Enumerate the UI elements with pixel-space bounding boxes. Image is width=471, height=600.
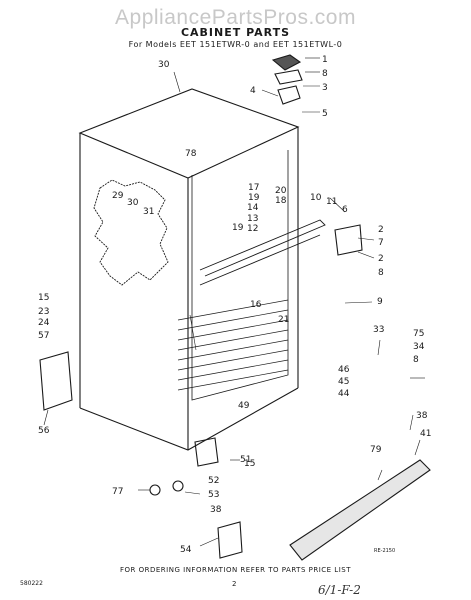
label-5: 5: [322, 109, 328, 119]
page-number: 2: [232, 580, 237, 588]
label-54: 54: [180, 545, 192, 555]
label-56: 56: [38, 426, 50, 436]
label-10: 10: [310, 193, 322, 203]
label-78: 78: [185, 149, 197, 159]
handwritten-note: 6/1-F-2: [318, 583, 361, 597]
hinge-bracket: [277, 85, 301, 105]
right-hinge: [334, 224, 363, 256]
label-49: 49: [238, 401, 250, 411]
label-38a: 38: [416, 411, 428, 421]
catalog-code: 580222: [20, 580, 43, 587]
diagram-title: CABINET PARTS: [180, 26, 291, 39]
label-6: 6: [342, 205, 348, 215]
top-hinge-cap: [271, 54, 302, 71]
label-45: 45: [338, 377, 349, 387]
label-51: 51: [240, 455, 251, 465]
label-75: 75: [413, 329, 424, 339]
label-53: 53: [208, 490, 219, 500]
label-19a: 19: [248, 193, 260, 203]
label-19b: 19: [232, 223, 244, 233]
drawing-reference: RE-2150: [374, 548, 396, 554]
label-1: 1: [322, 55, 328, 65]
label-57: 57: [38, 331, 49, 341]
label-31: 31: [143, 207, 154, 217]
label-4: 4: [250, 86, 256, 96]
label-11: 11: [326, 197, 337, 207]
side-panel: [39, 351, 73, 411]
part-labels: 30 1 8 3 4 5 78 17 20 19 18 14 13 19 12 …: [38, 55, 431, 555]
label-15a: 15: [38, 293, 49, 303]
bottom-grille: [289, 459, 431, 561]
label-34: 34: [413, 342, 425, 352]
diagram-subtitle: For Models EET 151ETWR-0 and EET 151ETWL…: [128, 40, 343, 49]
label-18: 18: [275, 196, 287, 206]
label-15b: 15: [244, 459, 255, 469]
label-23: 23: [38, 307, 49, 317]
label-2b: 2: [378, 254, 384, 264]
cabinet-cutout: [93, 179, 169, 286]
evaporator-rail-bottom: [199, 234, 321, 286]
inner-back-frame: [191, 150, 289, 401]
label-41: 41: [420, 429, 431, 439]
label-52: 52: [208, 476, 219, 486]
label-29: 29: [112, 191, 124, 201]
front-bracket-52: [194, 437, 219, 467]
label-14: 14: [247, 203, 259, 213]
cabinet-bottom: [79, 387, 299, 451]
label-8a: 8: [322, 69, 328, 79]
label-44: 44: [338, 389, 350, 399]
label-24: 24: [38, 318, 50, 328]
label-38b: 38: [210, 505, 222, 515]
foot-77: [149, 484, 161, 496]
label-33: 33: [373, 325, 384, 335]
label-30: 30: [127, 198, 139, 208]
label-20: 20: [275, 186, 287, 196]
leader-lines: [43, 57, 425, 547]
label-79: 79: [370, 445, 382, 455]
ordering-info-footer: FOR ORDERING INFORMATION REFER TO PARTS …: [120, 566, 351, 574]
evaporator-rail-top: [199, 219, 326, 277]
label-21: 21: [278, 315, 289, 325]
watermark: AppliancePartsPros.com: [115, 6, 356, 29]
cabinet-top: [78, 88, 300, 179]
label-8b: 8: [378, 268, 384, 278]
label-7: 7: [378, 238, 384, 248]
floor-ribs: [177, 299, 289, 391]
label-8c: 8: [413, 355, 419, 365]
label-22: 30: [158, 60, 170, 70]
label-77: 77: [112, 487, 123, 497]
label-2a: 2: [378, 225, 384, 235]
label-3: 3: [322, 83, 328, 93]
label-13: 13: [247, 214, 258, 224]
top-hinge-plate: [274, 69, 303, 85]
label-12: 12: [247, 224, 258, 234]
kickplate-54: [217, 521, 243, 559]
label-17: 17: [248, 183, 259, 193]
label-9: 9: [377, 297, 383, 307]
label-46: 46: [338, 365, 350, 375]
label-16: 16: [250, 300, 262, 310]
roller-53: [172, 480, 184, 492]
